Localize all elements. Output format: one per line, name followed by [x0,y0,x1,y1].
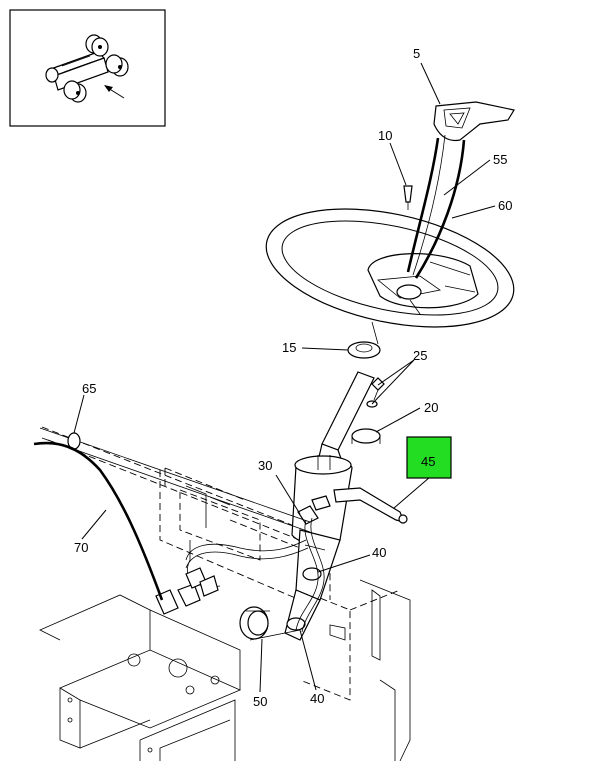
callout-10[interactable]: 10 [378,128,392,143]
locator-inset [9,9,166,127]
callout-labels: 5 10 55 60 15 25 20 65 45 30 70 40 50 40 [74,46,512,709]
callout-25[interactable]: 25 [413,348,427,363]
harness-clip-40-upper [302,567,322,581]
harness-connectors [155,567,219,615]
shift-rod-65 [39,427,311,533]
steering-column [249,371,375,641]
callout-40-lower[interactable]: 40 [310,691,324,706]
frame-bracket-assembly [39,426,411,761]
callout-60[interactable]: 60 [498,198,512,213]
screws-25 [366,377,385,408]
vehicle-chassis-icon [45,34,129,103]
nut-15 [347,321,381,359]
harness-clip-40-lower [286,617,306,631]
callout-55[interactable]: 55 [493,152,507,167]
screw-10 [403,185,413,210]
horn-wires [406,134,466,279]
callout-40-upper[interactable]: 40 [372,545,386,560]
callout-65[interactable]: 65 [82,381,96,396]
highlight-box-45 [406,436,452,479]
column-mount-ring-50 [239,606,270,640]
horn-cover-5 [433,101,515,142]
callout-30[interactable]: 30 [258,458,272,473]
callout-70[interactable]: 70 [74,540,88,555]
callout-45[interactable]: 45 [421,454,435,469]
steering-wheel [265,208,515,328]
locator-arrow-icon [104,85,125,99]
cable-70 [33,441,164,601]
callout-5[interactable]: 5 [413,46,420,61]
callout-50[interactable]: 50 [253,694,267,709]
leader-lines [73,62,496,693]
callout-15[interactable]: 15 [282,340,296,355]
turn-signal-lever-45 [333,487,408,524]
clamp-20 [351,428,381,444]
callout-20[interactable]: 20 [424,400,438,415]
